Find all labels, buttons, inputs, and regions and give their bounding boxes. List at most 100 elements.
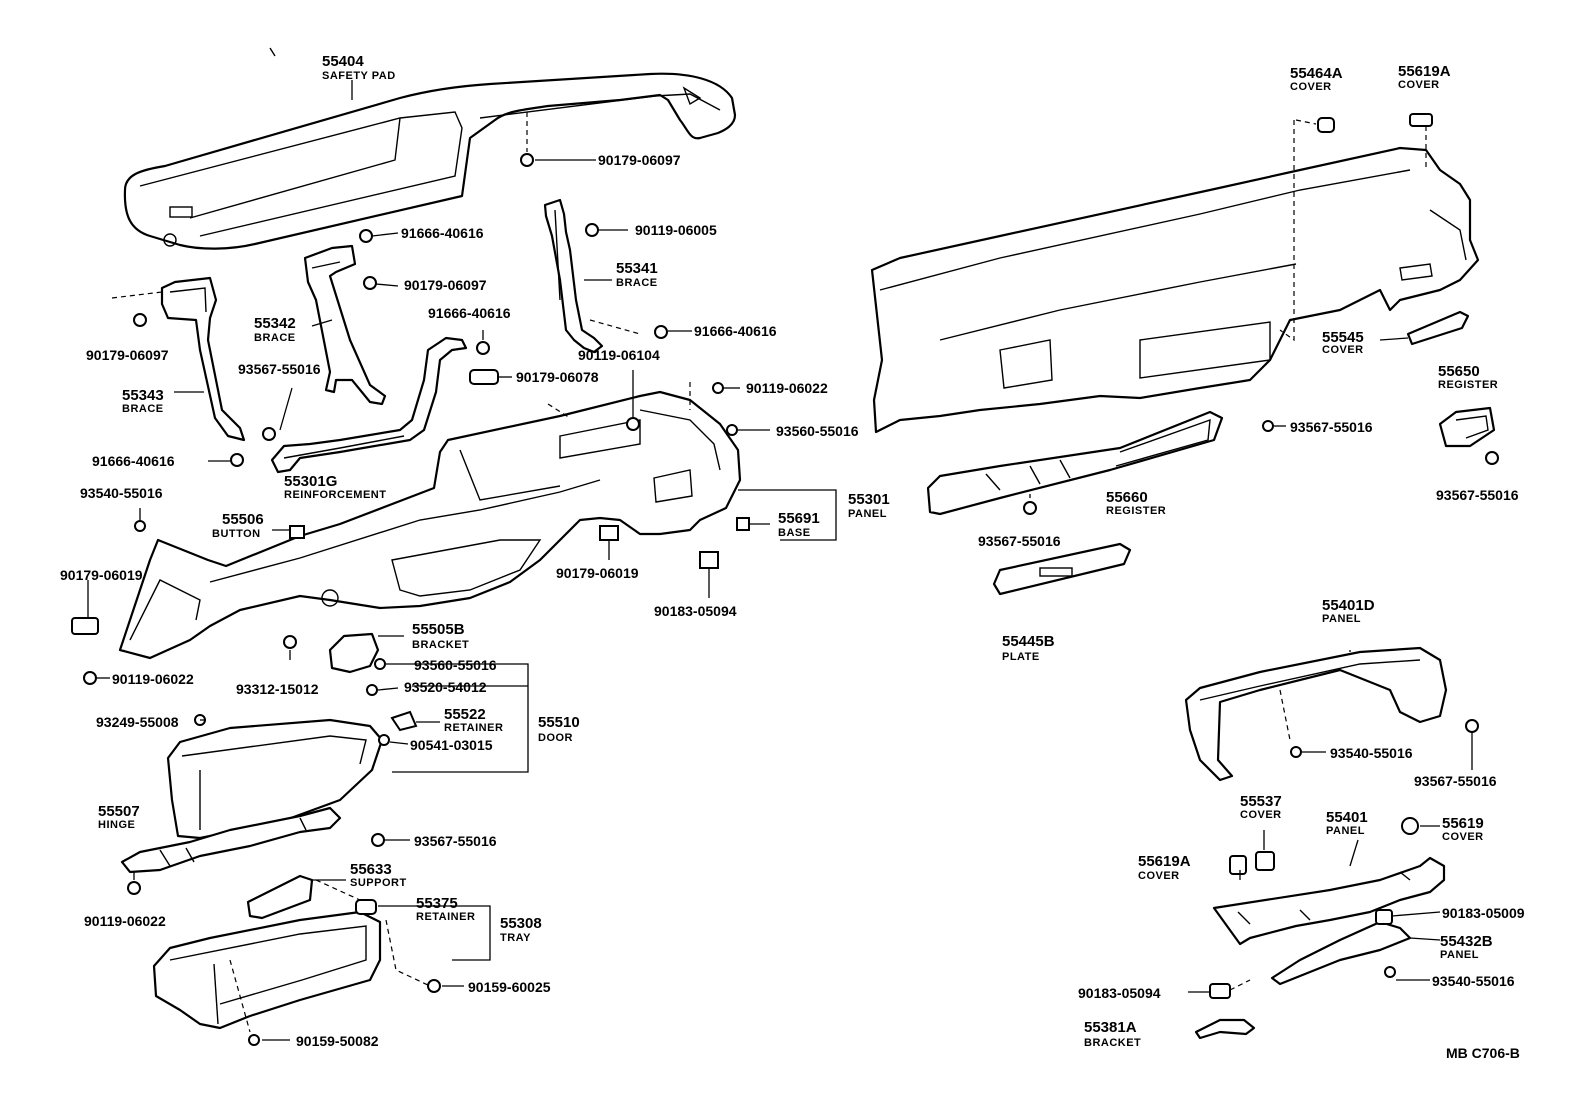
label-55343: 55343 BRACE [122, 387, 164, 415]
label-55510: 55510 DOOR [538, 714, 580, 744]
label-90159-60025: 90159-60025 [468, 979, 551, 995]
label-93560-55016-a: 93560-55016 [776, 423, 859, 439]
svg-text:PANEL: PANEL [1440, 949, 1479, 961]
svg-text:55507: 55507 [98, 803, 140, 820]
svg-text:55343: 55343 [122, 387, 164, 404]
label-91666-40616-c: 91666-40616 [694, 323, 777, 339]
svg-text:COVER: COVER [1290, 81, 1332, 93]
svg-text:HINGE: HINGE [98, 819, 135, 831]
svg-text:55301: 55301 [848, 491, 890, 508]
svg-text:COVER: COVER [1240, 809, 1282, 821]
label-90541-03015: 90541-03015 [410, 737, 493, 753]
label-93560-55016-b: 93560-55016 [414, 657, 497, 673]
svg-text:REGISTER: REGISTER [1106, 505, 1166, 517]
label-91666-40616-d: 91666-40616 [92, 453, 175, 469]
svg-text:55445B: 55445B [1002, 633, 1055, 650]
cover-55545 [1406, 310, 1470, 346]
svg-text:COVER: COVER [1322, 344, 1364, 356]
label-93520-54012: 93520-54012 [404, 679, 487, 695]
label-90159-50082: 90159-50082 [296, 1033, 379, 1049]
label-55506: 55506 BUTTON [212, 511, 264, 540]
svg-text:55660: 55660 [1106, 489, 1148, 506]
svg-text:55633: 55633 [350, 861, 392, 878]
register-55650 [1438, 406, 1496, 448]
svg-text:BUTTON: BUTTON [212, 528, 261, 540]
dashed-lines [111, 112, 1427, 1033]
plate-55445B [992, 542, 1132, 596]
label-93567-55016-f: 93567-55016 [1414, 773, 1497, 789]
label-55301: 55301 PANEL [848, 491, 890, 520]
reinforcement-55301G [270, 336, 468, 474]
panel-55401D [1184, 646, 1448, 782]
label-55660: 55660 REGISTER [1106, 489, 1166, 517]
label-90179-06097-b: 90179-06097 [404, 277, 487, 293]
label-90183-05009: 90183-05009 [1442, 905, 1525, 921]
svg-text:SUPPORT: SUPPORT [350, 877, 407, 889]
svg-text:TRAY: TRAY [500, 932, 531, 944]
svg-text:55691: 55691 [778, 510, 820, 527]
svg-text:55381A: 55381A [1084, 1019, 1137, 1036]
label-93567-55016-a: 93567-55016 [238, 361, 321, 377]
upper-dash-assembly [870, 146, 1480, 434]
svg-text:55545: 55545 [1322, 329, 1364, 346]
label-90183-05094-a: 90183-05094 [654, 603, 737, 619]
svg-text:BRACKET: BRACKET [1084, 1037, 1141, 1049]
brace-55342 [303, 244, 387, 406]
tray-55308 [152, 910, 382, 1030]
svg-text:BRACE: BRACE [122, 403, 164, 415]
label-55619A-bottom: 55619A COVER [1138, 853, 1191, 882]
label-90119-06022-c: 90119-06022 [84, 913, 166, 929]
label-55619A-top: 55619A COVER [1398, 63, 1451, 91]
label-55404: 55404 SAFETY PAD [322, 53, 396, 82]
svg-text:55537: 55537 [1240, 793, 1282, 810]
drawing-code: MB C706-B [1446, 1045, 1520, 1061]
label-55691: 55691 BASE [778, 510, 820, 539]
svg-text:SAFETY PAD: SAFETY PAD [322, 70, 396, 82]
panel-55401 [1212, 856, 1446, 946]
label-90179-06097-a: 90179-06097 [598, 152, 681, 168]
label-55432B: 55432B PANEL [1440, 933, 1493, 961]
label-93249-55008: 93249-55008 [96, 714, 179, 730]
svg-text:REINFORCEMENT: REINFORCEMENT [284, 489, 386, 501]
label-90119-06005-a: 90119-06005 [635, 222, 717, 238]
svg-text:RETAINER: RETAINER [444, 722, 503, 734]
svg-text:RETAINER: RETAINER [416, 911, 475, 923]
label-55522: 55522 RETAINER [444, 706, 503, 734]
safety-pad [123, 47, 737, 250]
label-90179-06078: 90179-06078 [516, 369, 599, 385]
label-55633: 55633 SUPPORT [350, 861, 407, 889]
label-55341: 55341 BRACE [616, 260, 658, 289]
svg-text:COVER: COVER [1442, 831, 1484, 843]
hinge-55507 [120, 806, 342, 874]
svg-text:55432B: 55432B [1440, 933, 1493, 950]
fasteners [71, 113, 1499, 1046]
svg-text:55341: 55341 [616, 260, 658, 277]
label-93567-55016-e: 93567-55016 [978, 533, 1061, 549]
svg-text:55619A: 55619A [1138, 853, 1191, 870]
label-93567-55016-c: 93567-55016 [1290, 419, 1373, 435]
label-55301G: 55301G REINFORCEMENT [284, 473, 386, 501]
label-90179-06097-c: 90179-06097 [86, 347, 169, 363]
label-55619: 55619 COVER [1442, 815, 1484, 843]
label-55545: 55545 COVER [1322, 329, 1364, 356]
label-55401D: 55401D PANEL [1322, 597, 1375, 625]
svg-text:PLATE: PLATE [1002, 651, 1040, 663]
support-55633 [246, 874, 314, 920]
bracket-55381A [1194, 1018, 1256, 1040]
svg-text:BRACE: BRACE [616, 277, 658, 289]
label-93567-55016-d: 93567-55016 [1436, 487, 1519, 503]
svg-text:55404: 55404 [322, 53, 364, 70]
svg-text:55401: 55401 [1326, 809, 1368, 826]
brace-55341 [543, 198, 604, 354]
svg-text:PANEL: PANEL [1326, 825, 1365, 837]
label-91666-40616-b: 91666-40616 [428, 305, 511, 321]
svg-text:PANEL: PANEL [1322, 613, 1361, 625]
label-55507: 55507 HINGE [98, 803, 140, 831]
svg-text:BRACE: BRACE [254, 332, 296, 344]
label-55342: 55342 BRACE [254, 315, 296, 344]
svg-text:55510: 55510 [538, 714, 580, 731]
label-55401: 55401 PANEL [1326, 809, 1368, 837]
label-91666-40616-a: 91666-40616 [401, 225, 484, 241]
svg-text:55342: 55342 [254, 315, 296, 332]
